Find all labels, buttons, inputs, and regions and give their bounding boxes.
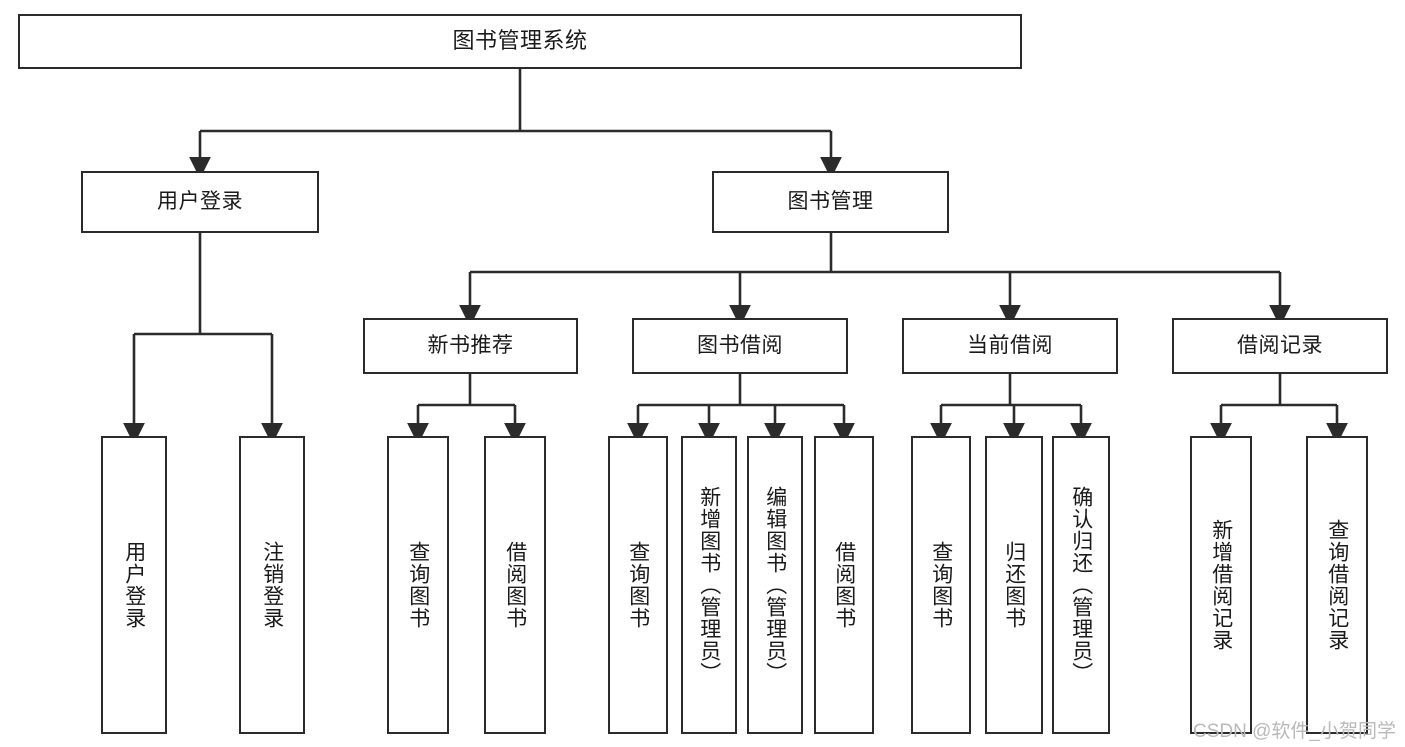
leaf-node[interactable]: 新增图书（管理员） xyxy=(681,436,737,734)
leaf-node-label: 归还图书 xyxy=(1002,541,1026,629)
node-root-label: 图书管理系统 xyxy=(452,28,588,54)
leaf-node-label: 新增借阅记录 xyxy=(1209,519,1233,651)
leaf-node-label: 编辑图书（管理员） xyxy=(763,486,787,684)
leaf-node-label: 借阅图书 xyxy=(503,541,527,629)
leaf-node[interactable]: 新增借阅记录 xyxy=(1190,436,1252,734)
node-book-borrow-label: 图书借阅 xyxy=(697,334,783,358)
node-book-management[interactable]: 图书管理 xyxy=(712,171,949,233)
leaf-node-label: 新增图书（管理员） xyxy=(697,486,721,684)
leaf-node[interactable]: 查询图书 xyxy=(387,436,449,734)
node-borrow-records[interactable]: 借阅记录 xyxy=(1172,318,1388,374)
leaf-node-label: 用户登录 xyxy=(122,541,146,629)
leaf-node[interactable]: 查询借阅记录 xyxy=(1306,436,1368,734)
node-book-management-label: 图书管理 xyxy=(787,190,874,214)
leaf-node-label: 查询图书 xyxy=(626,541,650,629)
leaf-node-label: 查询图书 xyxy=(406,541,430,629)
leaf-node[interactable]: 借阅图书 xyxy=(484,436,546,734)
node-user-login[interactable]: 用户登录 xyxy=(81,171,319,233)
node-current-borrow[interactable]: 当前借阅 xyxy=(902,318,1118,374)
leaf-node-label: 确认归还（管理员） xyxy=(1069,486,1093,684)
node-root-system[interactable]: 图书管理系统 xyxy=(18,14,1022,69)
node-new-book-recommend-label: 新书推荐 xyxy=(427,334,514,358)
leaf-node-label: 注销登录 xyxy=(260,541,284,629)
leaf-node[interactable]: 归还图书 xyxy=(985,436,1043,734)
node-book-borrow[interactable]: 图书借阅 xyxy=(632,318,848,374)
watermark-text: CSDN @软件_小贺同学 xyxy=(1193,721,1396,742)
leaf-node-label: 查询图书 xyxy=(929,541,953,629)
node-new-book-recommend[interactable]: 新书推荐 xyxy=(363,318,578,374)
leaf-node[interactable]: 确认归还（管理员） xyxy=(1052,436,1110,734)
leaf-node[interactable]: 用户登录 xyxy=(101,436,167,734)
node-current-borrow-label: 当前借阅 xyxy=(967,334,1053,358)
leaf-node[interactable]: 借阅图书 xyxy=(814,436,874,734)
leaf-node-label: 借阅图书 xyxy=(832,541,856,629)
node-user-login-label: 用户登录 xyxy=(157,190,243,214)
leaf-node[interactable]: 编辑图书（管理员） xyxy=(747,436,803,734)
node-borrow-records-label: 借阅记录 xyxy=(1237,334,1323,358)
leaf-node[interactable]: 查询图书 xyxy=(608,436,668,734)
leaf-node[interactable]: 查询图书 xyxy=(911,436,971,734)
leaf-node-label: 查询借阅记录 xyxy=(1325,519,1349,651)
leaf-node[interactable]: 注销登录 xyxy=(239,436,305,734)
